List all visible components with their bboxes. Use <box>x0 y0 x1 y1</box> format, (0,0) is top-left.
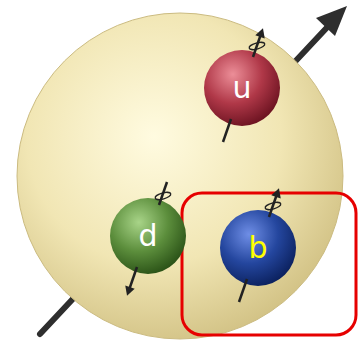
spin-swirl <box>154 191 171 201</box>
highlight-frame <box>182 193 356 335</box>
spin-arrowhead <box>125 286 134 296</box>
quark-ball <box>220 210 296 286</box>
baryon-spin-arrowhead <box>316 6 347 36</box>
spin-axis <box>269 194 277 217</box>
quark-label: d <box>138 221 157 251</box>
quark-label: b <box>248 233 267 263</box>
spin-arrowhead <box>255 28 264 38</box>
spin-arrowhead <box>271 188 280 198</box>
quark-sphere: d <box>110 198 186 274</box>
quark-sphere: b <box>220 210 296 286</box>
spin-axis <box>253 34 261 57</box>
quark-ball <box>204 50 280 126</box>
spin-swirl <box>248 41 265 51</box>
spin-axis <box>129 267 137 290</box>
spin-axis <box>239 279 247 302</box>
baryon-sphere <box>17 13 343 339</box>
quark-sphere: u <box>204 50 280 126</box>
quark-label: u <box>232 73 251 103</box>
quark-ball <box>110 198 186 274</box>
spin-axis <box>223 119 231 142</box>
spin-swirl <box>264 201 281 211</box>
